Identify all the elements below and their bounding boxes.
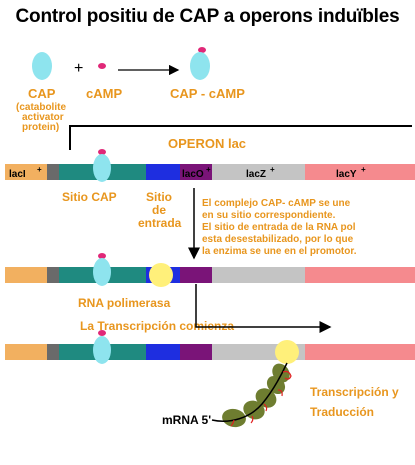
legend: + CAP (catabolite activator protein) cAM…: [16, 47, 245, 133]
laco-plus: +: [206, 165, 211, 174]
rna-polymerase-label: RNA polimerasa: [78, 296, 171, 310]
polypeptide-chain: [263, 403, 268, 412]
spacer-segment-2: [47, 267, 59, 283]
laci-label: lacI: [9, 169, 26, 180]
operon-bracket-line: [69, 125, 412, 150]
mrna-with-ribosomes: [211, 362, 292, 428]
cap-label: CAP: [28, 86, 56, 101]
cap-on-dna-2-icon: [93, 258, 111, 286]
entry-site-segment: [146, 164, 180, 180]
laci-gene: [5, 164, 47, 180]
explanation-text: El complejo CAP- cAMP se une en su sitio…: [202, 198, 357, 257]
lacy-gene-3: [305, 344, 415, 360]
sitio-entrada-line-2: de: [152, 203, 166, 217]
laci-plus: +: [37, 165, 42, 174]
laco-label: lacO: [182, 169, 204, 180]
complex-cap-icon: [190, 52, 210, 80]
camp-on-dna-3-icon: [98, 330, 106, 336]
dna-strand-1: lacI + lacO + lacZ + lacY +: [5, 149, 415, 182]
explanation-line-3: El sitio de entrada de la RNA pol: [202, 222, 356, 233]
polypeptide-chain: [282, 370, 292, 380]
lacz-gene-2: [212, 267, 305, 283]
lacy-gene: [305, 164, 415, 180]
spacer-segment: [47, 164, 59, 180]
operator-segment-2: [180, 267, 212, 283]
cap-on-dna-1-icon: [93, 154, 111, 182]
cap-desc-line-2: activator: [22, 112, 64, 123]
dna-strand-2: [5, 253, 415, 287]
mrna-label: mRNA 5': [162, 413, 211, 427]
explanation-line-2: en su sitio correspondiente.: [202, 210, 336, 221]
cap-on-dna-3-icon: [93, 336, 111, 364]
entry-site-segment-3: [146, 344, 180, 360]
explanation-line-4: esta desestabilizado, por lo que: [202, 234, 354, 245]
mrna-strand: [211, 362, 288, 422]
cap-protein-icon: [32, 52, 52, 80]
rna-polymerase-icon: [149, 263, 173, 287]
lacy-gene-2: [305, 267, 415, 283]
polypeptide-chain: [277, 389, 283, 397]
camp-on-dna-1-icon: [98, 149, 106, 155]
sitio-entrada-line-1: Sitio: [146, 190, 172, 204]
lacz-plus: +: [270, 165, 275, 174]
transcription-path-arrow: [195, 284, 332, 333]
diagram-title: Control positiu de CAP a operons induïbl…: [15, 6, 400, 27]
transcription-translation-line-2: Traducción: [310, 405, 374, 419]
sitio-cap-label: Sitio CAP: [62, 190, 117, 204]
rna-polymerase-transcribing-icon: [275, 340, 299, 364]
polypeptide-chain: [250, 415, 254, 424]
operator-segment-3: [180, 344, 212, 360]
lacy-plus: +: [361, 165, 366, 174]
cap-desc-line-3: protein): [22, 122, 59, 133]
plus-sign: +: [74, 60, 83, 77]
explanation-line-1: El complejo CAP- cAMP se une: [202, 198, 351, 209]
laci-gene-2: [5, 267, 47, 283]
polypeptide-chain: [230, 419, 235, 427]
complex-camp-icon: [198, 47, 206, 53]
camp-on-dna-2-icon: [98, 253, 106, 259]
lacy-label: lacY: [336, 169, 357, 180]
lacz-label: lacZ: [246, 169, 266, 180]
lacz-gene: [212, 164, 305, 180]
dna-strand-3: [5, 330, 415, 364]
operon-bracket: OPERON lac: [69, 125, 412, 151]
explanation-line-5: la enzima se une en el promotor.: [202, 246, 357, 257]
camp-molecule-icon: [98, 63, 106, 69]
operon-label: OPERON lac: [168, 136, 246, 151]
camp-label: cAMP: [86, 86, 122, 101]
sitio-entrada-line-3: entrada: [138, 216, 182, 230]
ribosome-icon: [222, 408, 246, 428]
transcription-translation-line-1: Transcripción y: [310, 385, 399, 399]
complex-label: CAP - cAMP: [170, 86, 245, 101]
operator-segment: [180, 164, 212, 180]
cap-desc-line-1: (catabolite: [16, 102, 66, 113]
laci-gene-3: [5, 344, 47, 360]
spacer-segment-3: [47, 344, 59, 360]
